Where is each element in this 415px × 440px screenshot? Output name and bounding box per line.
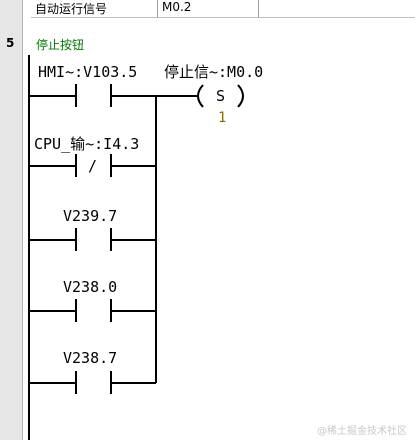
coil-op: S (216, 87, 226, 105)
contact-label-hmi[interactable]: HMI~:V103.5 (38, 63, 138, 81)
contact-label-v239-7[interactable]: V239.7 (63, 207, 118, 225)
coil-label[interactable]: 停止信~:M0.0 (164, 63, 264, 81)
coil-count[interactable]: 1 (218, 110, 227, 126)
gutter-separator (22, 0, 23, 440)
contact-label-cpu[interactable]: CPU_输~:I4.3 (34, 135, 140, 153)
contact-label-v238-7[interactable]: V238.7 (63, 349, 118, 367)
network-number: 5 (6, 36, 15, 50)
network-title[interactable]: 停止按钮 (36, 38, 85, 52)
power-rail (28, 55, 30, 440)
watermark: @稀土掘金技术社区 (317, 426, 407, 437)
symbol-name-cell: 自动运行信号 (31, 0, 158, 17)
coil-left-paren (197, 84, 204, 108)
symbol-address-cell: M0.2 (158, 0, 259, 17)
symbol-table-row[interactable]: 自动运行信号 M0.2 (31, 0, 415, 18)
line-number-gutter (0, 0, 22, 440)
nc-contact-slash: / (88, 157, 98, 175)
coil-right-paren (237, 84, 244, 108)
contact-label-v238-0[interactable]: V238.0 (63, 278, 118, 296)
